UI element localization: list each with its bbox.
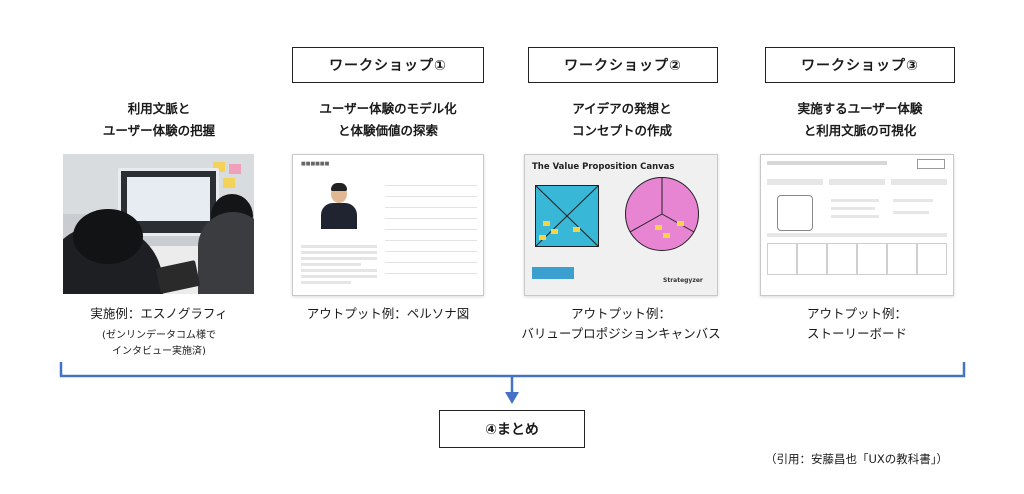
column-3-caption: アウトプット例： バリュープロポジションキャンバス xyxy=(501,304,741,344)
column-4-caption: アウトプット例： ストーリーボード xyxy=(737,304,977,344)
arrow-down-icon xyxy=(505,392,519,404)
column-4-title: 実施するユーザー体験 と利用文脈の可視化 xyxy=(745,98,975,142)
column-1-note-line2: インタビュー実施済) xyxy=(112,346,206,357)
citation-text: （引用：安藤昌也「UXの教科書」） xyxy=(765,452,949,466)
ethnography-photo xyxy=(63,154,254,294)
column-4-caption-line2: ストーリーボード xyxy=(806,326,907,341)
column-3-caption-line2: バリュープロポジションキャンバス xyxy=(521,326,721,341)
summary-box: ④まとめ xyxy=(439,410,585,448)
workshop-2-box: ワークショップ② xyxy=(528,47,718,83)
column-3-title-line1: アイデアの発想と xyxy=(572,101,672,116)
storyboard-image xyxy=(760,154,954,296)
strategyzer-logo: Strategyzer xyxy=(663,277,703,284)
column-3-title: アイデアの発想と コンセプトの作成 xyxy=(507,98,737,142)
column-2-caption-line1: アウトプット例：ペルソナ図 xyxy=(306,306,470,321)
column-1-caption: 実施例：エスノグラフィ (ゼンリンデータコム様で インタビュー実施済) xyxy=(39,304,279,360)
value-proposition-canvas-image: The Value Proposition Canvas Strategyzer xyxy=(524,154,718,296)
column-2-title-line2: と体験価値の探索 xyxy=(337,123,438,138)
vpc-button xyxy=(532,267,574,279)
column-1-title-line2: ユーザー体験の把握 xyxy=(102,123,216,138)
column-3-caption-line1: アウトプット例： xyxy=(570,306,671,321)
column-2-caption: アウトプット例：ペルソナ図 xyxy=(268,304,508,324)
column-1-title-line1: 利用文脈と xyxy=(127,101,191,116)
persona-document-image: ■■■■■■ xyxy=(292,154,484,296)
vpc-title: The Value Proposition Canvas xyxy=(532,162,675,172)
column-3-title-line2: コンセプトの作成 xyxy=(571,123,672,138)
workshop-3-box: ワークショップ③ xyxy=(765,47,955,83)
column-1-title: 利用文脈と ユーザー体験の把握 xyxy=(44,98,274,142)
column-2-title: ユーザー体験のモデル化 と体験価値の探索 xyxy=(273,98,503,142)
column-4-title-line1: 実施するユーザー体験 xyxy=(797,101,923,116)
column-4-title-line2: と利用文脈の可視化 xyxy=(803,123,917,138)
column-1-caption-line1: 実施例：エスノグラフィ xyxy=(90,306,228,321)
column-4-caption-line1: アウトプット例： xyxy=(806,306,907,321)
column-1-note-line1: (ゼンリンデータコム様で xyxy=(102,330,216,341)
workshop-1-box: ワークショップ① xyxy=(292,47,484,83)
column-2-title-line1: ユーザー体験のモデル化 xyxy=(319,101,457,116)
